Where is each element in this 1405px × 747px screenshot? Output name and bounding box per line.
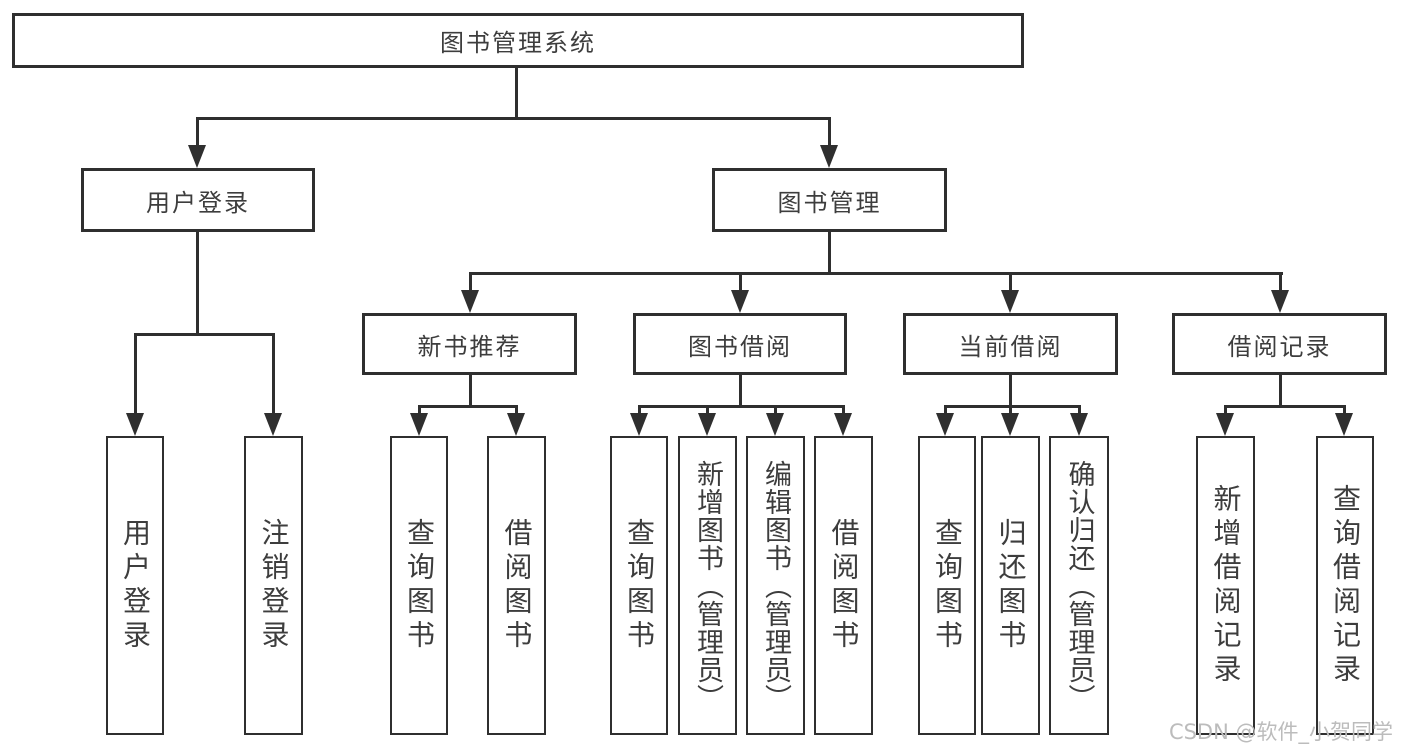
connector-hline (469, 272, 1283, 275)
leaf-borrow-books: 借阅图书 (487, 436, 546, 735)
connector-vline (1009, 405, 1012, 418)
connector-vline (828, 232, 831, 275)
node-borrowing-records: 借阅记录 (1172, 313, 1387, 375)
connector-vline (469, 375, 472, 408)
arrowhead-down-icon (410, 413, 428, 436)
connector-vline (739, 375, 742, 408)
connector-hline (638, 405, 845, 408)
arrowhead-down-icon (834, 413, 852, 436)
connector-vline (1279, 272, 1282, 293)
leaf-borrow-books: 借阅图书 (814, 436, 873, 735)
arrowhead-down-icon (264, 413, 282, 436)
leaf-edit-books-admin: 编辑图书（管理员） (746, 436, 805, 735)
arrowhead-down-icon (1070, 413, 1088, 436)
arrowhead-down-icon (1001, 413, 1019, 436)
arrowhead-down-icon (126, 413, 144, 436)
connector-vline (469, 272, 472, 293)
connector-hline (418, 405, 518, 408)
leaf-return-books: 归还图书 (981, 436, 1040, 735)
connector-vline (706, 405, 709, 418)
leaf-confirm-return-admin: 确认归还（管理员） (1049, 436, 1109, 735)
connector-vline (944, 405, 947, 418)
arrowhead-down-icon (188, 145, 206, 168)
connector-vline (418, 405, 421, 418)
arrowhead-down-icon (1001, 290, 1019, 313)
arrowhead-down-icon (1335, 413, 1353, 436)
leaf-query-borrow-record: 查询借阅记录 (1316, 436, 1374, 735)
leaf-user-login: 用户登录 (106, 436, 164, 735)
connector-vline (1009, 375, 1012, 408)
connector-vline (1343, 405, 1346, 418)
arrowhead-down-icon (507, 413, 525, 436)
connector-vline (134, 333, 137, 416)
node-book-borrowing: 图书借阅 (633, 313, 847, 375)
arrowhead-down-icon (731, 290, 749, 313)
leaf-add-books-admin: 新增图书（管理员） (678, 436, 737, 735)
connector-hline (944, 405, 1081, 408)
node-current-borrowing: 当前借阅 (903, 313, 1118, 375)
arrowhead-down-icon (1216, 413, 1234, 436)
node-book-management: 图书管理 (712, 168, 947, 232)
arrowhead-down-icon (630, 413, 648, 436)
connector-vline (196, 232, 199, 336)
connector-hline (134, 333, 275, 336)
connector-vline (774, 405, 777, 418)
connector-vline (828, 117, 831, 148)
connector-vline (272, 333, 275, 416)
leaf-query-books: 查询图书 (610, 436, 668, 735)
arrowhead-down-icon (461, 290, 479, 313)
node-user-login: 用户登录 (81, 168, 315, 232)
arrowhead-down-icon (936, 413, 954, 436)
connector-vline (1009, 272, 1012, 293)
connector-hline (196, 117, 831, 120)
connector-vline (1224, 405, 1227, 418)
connector-vline (1078, 405, 1081, 418)
arrowhead-down-icon (820, 145, 838, 168)
connector-vline (739, 272, 742, 293)
watermark: CSDN @软件_小贺同学 (1168, 720, 1393, 744)
connector-vline (1279, 375, 1282, 408)
connector-vline (638, 405, 641, 418)
arrowhead-down-icon (766, 413, 784, 436)
leaf-query-books: 查询图书 (918, 436, 976, 735)
leaf-query-books: 查询图书 (390, 436, 448, 735)
connector-vline (842, 405, 845, 418)
connector-hline (1224, 405, 1346, 408)
node-new-book-recommend: 新书推荐 (362, 313, 577, 375)
connector-vline (515, 67, 518, 119)
leaf-logout: 注销登录 (244, 436, 303, 735)
node-root: 图书管理系统 (12, 13, 1024, 68)
connector-vline (196, 117, 199, 148)
arrowhead-down-icon (1271, 290, 1289, 313)
leaf-add-borrow-record: 新增借阅记录 (1196, 436, 1255, 735)
arrowhead-down-icon (698, 413, 716, 436)
connector-vline (515, 405, 518, 418)
